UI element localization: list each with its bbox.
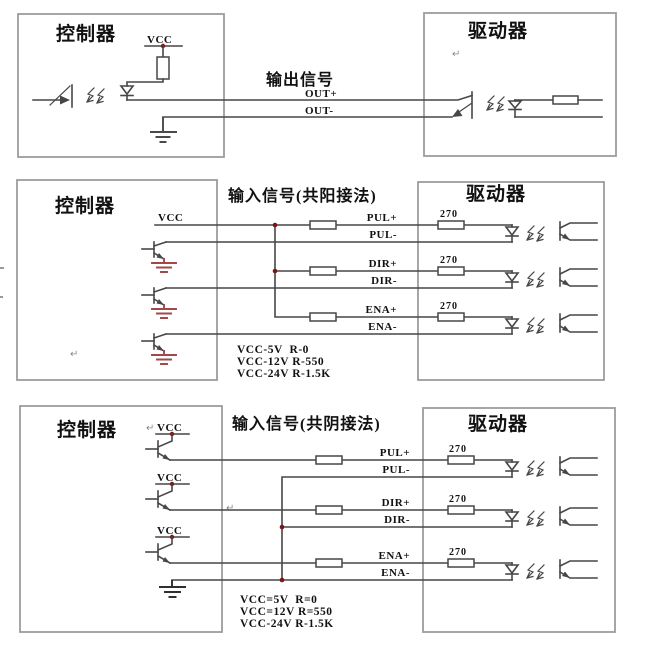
dir-minus-label: DIR- bbox=[371, 275, 397, 287]
series-resistor bbox=[309, 266, 337, 276]
bottom-signal-title: 输入信号(共阴接法) bbox=[232, 414, 381, 433]
driver-optocoupler bbox=[506, 457, 597, 477]
pul-minus-label: PUL- bbox=[369, 229, 397, 241]
bottom-driver-title: 驱动器 bbox=[468, 413, 528, 435]
driver-optocoupler bbox=[506, 268, 597, 288]
top-controller-box bbox=[17, 13, 225, 158]
resistor-value-label: 270 bbox=[440, 255, 458, 266]
resistor-value-label: 270 bbox=[449, 547, 467, 558]
bottom-controller-box bbox=[19, 405, 223, 633]
middle-driver-box bbox=[417, 181, 605, 381]
junction-dot bbox=[279, 577, 285, 583]
series-resistor bbox=[315, 558, 343, 568]
top-controller-title: 控制器 bbox=[56, 22, 116, 45]
pul-plus-label: PUL+ bbox=[380, 447, 410, 459]
npn-transistor-grounded bbox=[141, 333, 177, 365]
resistor-value-label: 270 bbox=[440, 301, 458, 312]
light-arrows-icon bbox=[486, 95, 495, 111]
driver-optocoupler bbox=[506, 222, 597, 242]
top-signal-title: 输出信号 bbox=[266, 70, 334, 89]
npn-transistor-grounded bbox=[141, 241, 177, 273]
series-resistor bbox=[315, 505, 343, 515]
ena-plus-label: ENA+ bbox=[379, 550, 411, 562]
series-resistor bbox=[309, 312, 337, 322]
pul-plus-label: PUL+ bbox=[367, 212, 397, 224]
pul-minus-label: PUL- bbox=[382, 464, 410, 476]
top-driver-box bbox=[423, 12, 617, 157]
return-mark-artifact: ↵ bbox=[70, 349, 78, 360]
series-resistor bbox=[315, 455, 343, 465]
dir-minus-label: DIR- bbox=[384, 514, 410, 526]
vcc-label: VCC bbox=[158, 212, 183, 224]
middle-controller-title: 控制器 bbox=[55, 194, 115, 217]
driver-optocoupler bbox=[452, 91, 523, 119]
middle-section: 控制器 驱动器 输入信号(共阳接法) VCC 270 270 270 PUL+ … bbox=[16, 179, 605, 381]
driver-optocoupler bbox=[506, 560, 597, 580]
ena-plus-label: ENA+ bbox=[366, 304, 398, 316]
vcc-label: VCC bbox=[147, 34, 172, 46]
internal-resistor bbox=[437, 266, 465, 276]
vcc-label: VCC bbox=[157, 472, 182, 484]
ena-plus-wire-and-bus bbox=[274, 224, 513, 318]
middle-controller-box bbox=[16, 179, 218, 381]
out-plus-wire bbox=[126, 94, 474, 101]
driver-wires bbox=[514, 99, 603, 118]
top-section: 控制器 驱动器 输出信号 ↵ VCC OUT+ OUT- bbox=[17, 12, 617, 158]
bottom-driver-box bbox=[422, 407, 616, 633]
light-arrows-icon bbox=[496, 96, 505, 112]
junction-dot bbox=[279, 524, 285, 530]
bottom-section: 控制器 驱动器 输入信号(共阴接法) ↵ ↵ VCC VCC VCC 270 bbox=[19, 405, 616, 633]
resistor-value-label: 270 bbox=[440, 209, 458, 220]
pullup-resistor bbox=[156, 56, 170, 80]
npn-transistor-vcc bbox=[145, 483, 173, 511]
return-mark-artifact: ↵ bbox=[226, 503, 234, 514]
junction-dot bbox=[272, 268, 278, 274]
resistor-value-label: 270 bbox=[449, 444, 467, 455]
out-minus-label: OUT- bbox=[305, 105, 334, 117]
internal-resistor bbox=[447, 455, 475, 465]
top-driver-title: 驱动器 bbox=[468, 20, 528, 42]
npn-transistor-vcc bbox=[145, 433, 173, 461]
ena-minus-label: ENA- bbox=[381, 567, 410, 579]
vcc-resistor-note: VCC-12V R-550 bbox=[237, 356, 324, 368]
vcc-resistor-note: VCC-24V R-1.5K bbox=[240, 618, 334, 630]
resistor-value-label: 270 bbox=[449, 494, 467, 505]
ground-symbol bbox=[150, 117, 177, 143]
vcc-label: VCC bbox=[157, 525, 182, 537]
vcc-resistor-note: VCC=5V R=0 bbox=[240, 594, 317, 606]
return-mark-artifact: ↵ bbox=[452, 49, 460, 60]
out-plus-label: OUT+ bbox=[305, 88, 337, 100]
internal-resistor bbox=[437, 220, 465, 230]
series-resistor bbox=[309, 220, 337, 230]
npn-transistor-vcc bbox=[145, 536, 173, 564]
driver-optocoupler bbox=[506, 314, 597, 334]
middle-driver-title: 驱动器 bbox=[466, 183, 526, 205]
dir-plus-label: DIR+ bbox=[369, 258, 397, 270]
vcc-label: VCC bbox=[157, 422, 182, 434]
resistor-to-led-wire bbox=[126, 78, 164, 87]
vcc-resistor-note: VCC-5V R-0 bbox=[237, 344, 309, 356]
ena-minus-label: ENA- bbox=[368, 321, 397, 333]
return-mark-artifact: ↵ bbox=[146, 423, 154, 434]
ground-symbol bbox=[159, 580, 186, 598]
driver-resistor bbox=[552, 95, 579, 105]
light-arrows-icon bbox=[96, 88, 105, 104]
bottom-controller-title: 控制器 bbox=[57, 418, 117, 441]
vcc-resistor-note: VCC=12V R=550 bbox=[240, 606, 333, 618]
vcc-resistor-note: VCC-24V R-1.5K bbox=[237, 368, 331, 380]
junction-dot bbox=[272, 222, 278, 228]
npn-transistor-grounded bbox=[141, 287, 177, 319]
driver-optocoupler bbox=[506, 507, 597, 527]
edge-artifact-marks bbox=[0, 267, 4, 298]
internal-resistor bbox=[447, 505, 475, 515]
internal-resistor bbox=[447, 558, 475, 568]
dir-plus-label: DIR+ bbox=[382, 497, 410, 509]
internal-resistor bbox=[437, 312, 465, 322]
light-arrows-icon bbox=[86, 87, 95, 103]
controller-optocoupler bbox=[32, 84, 135, 108]
middle-signal-title: 输入信号(共阳接法) bbox=[228, 186, 377, 205]
